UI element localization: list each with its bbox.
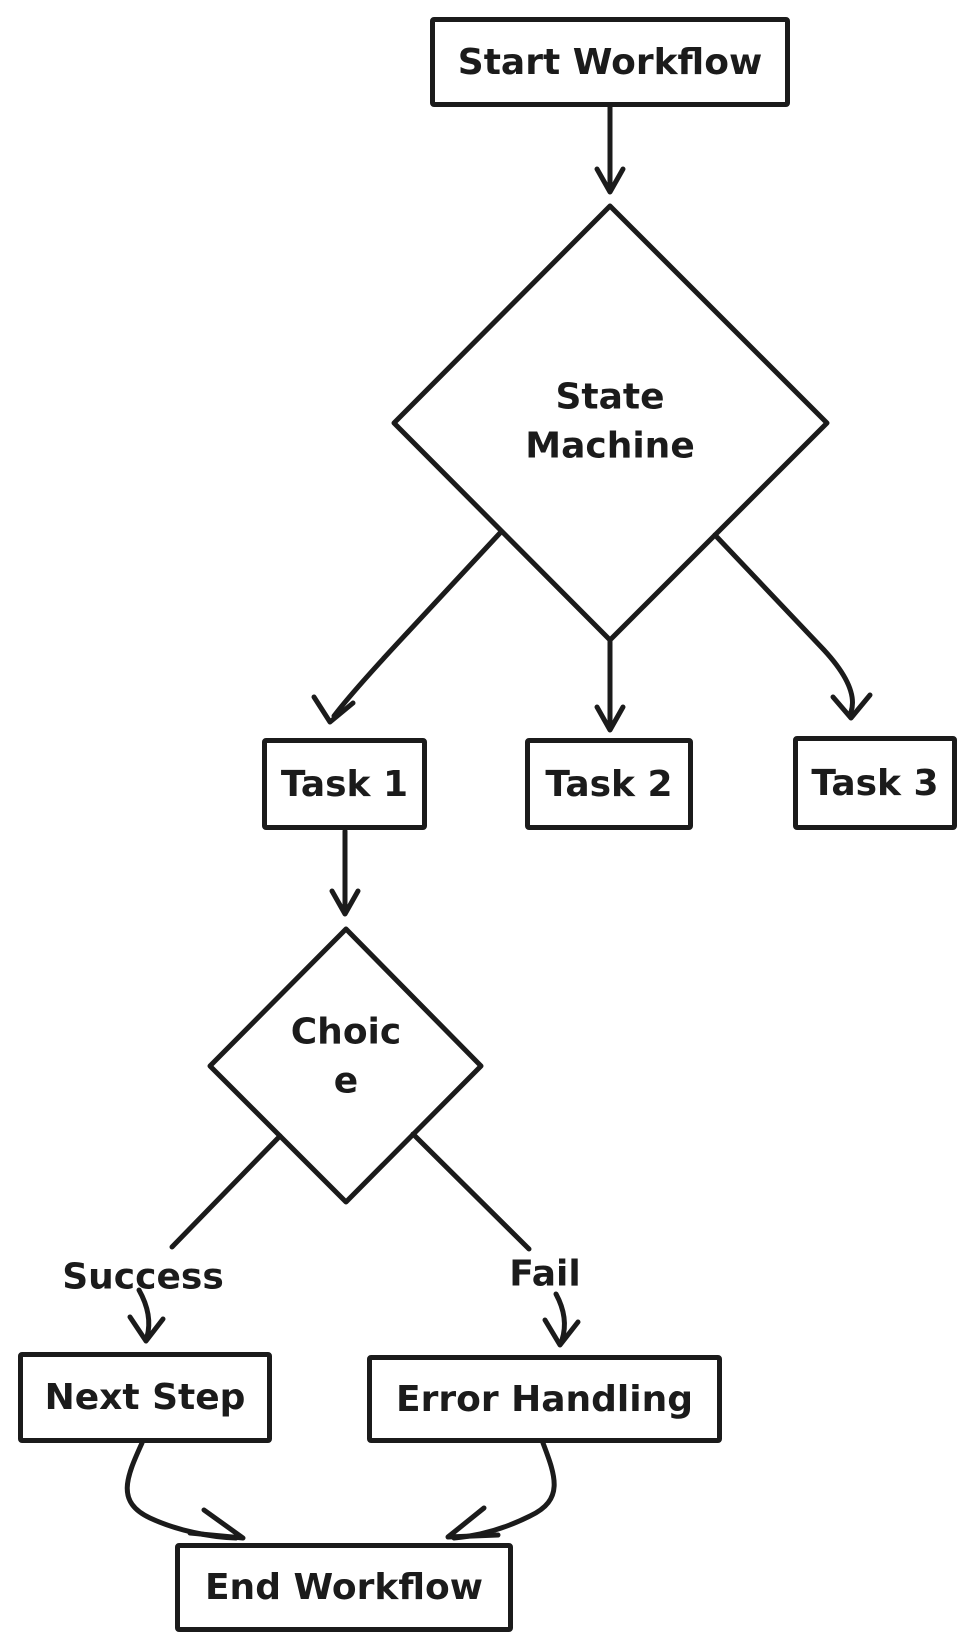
arrowhead-icon [187, 1507, 246, 1541]
fail-edge-label: Fail [509, 1253, 581, 1295]
arrowhead-icon [542, 1317, 581, 1348]
choice-label-line1: Choic [290, 1011, 402, 1053]
edge-error-handling-to-end [445, 1440, 557, 1541]
state-machine-label-line1: State [555, 376, 665, 418]
task2-node: Task 2 [525, 738, 693, 830]
error-handling-label: Error Handling [395, 1378, 694, 1420]
edge-start-to-state-machine [594, 104, 626, 195]
task1-node: Task 1 [262, 738, 427, 830]
arrowhead-icon [329, 888, 361, 917]
arrowhead-icon [594, 166, 626, 195]
edge-choice-to-next-step [127, 1133, 283, 1344]
state-machine-label: State Machine [525, 373, 694, 470]
edge-task1-to-choice [329, 828, 361, 917]
edge-next-step-to-end [124, 1440, 246, 1541]
end-workflow-label: End Workflow [204, 1567, 484, 1608]
task2-label: Task 2 [545, 763, 673, 805]
start-workflow-node: Start Workflow [430, 17, 790, 107]
task1-label: Task 1 [280, 763, 409, 805]
state-machine-label-line2: Machine [525, 425, 695, 466]
end-workflow-node: End Workflow [175, 1543, 513, 1632]
choice-label: Choic e [291, 1008, 401, 1105]
arrowhead-icon [830, 692, 873, 721]
edge-state-machine-to-task1 [311, 530, 503, 725]
success-edge-label: Success [62, 1256, 224, 1298]
edge-choice-to-error-handling [410, 1131, 581, 1348]
edge-state-machine-to-task3 [712, 532, 873, 721]
arrowhead-icon [311, 694, 356, 725]
task3-node: Task 3 [793, 736, 957, 830]
edge-state-machine-to-task2 [594, 637, 626, 733]
next-step-label: Next Step [44, 1377, 246, 1418]
start-workflow-label: Start Workflow [457, 41, 763, 83]
next-step-node: Next Step [18, 1352, 272, 1443]
arrowhead-icon [594, 704, 626, 733]
arrowhead-icon [445, 1505, 501, 1540]
choice-label-line2: e [333, 1060, 359, 1101]
arrowhead-icon [127, 1314, 166, 1344]
error-handling-node: Error Handling [367, 1355, 722, 1443]
task3-label: Task 3 [811, 762, 939, 804]
